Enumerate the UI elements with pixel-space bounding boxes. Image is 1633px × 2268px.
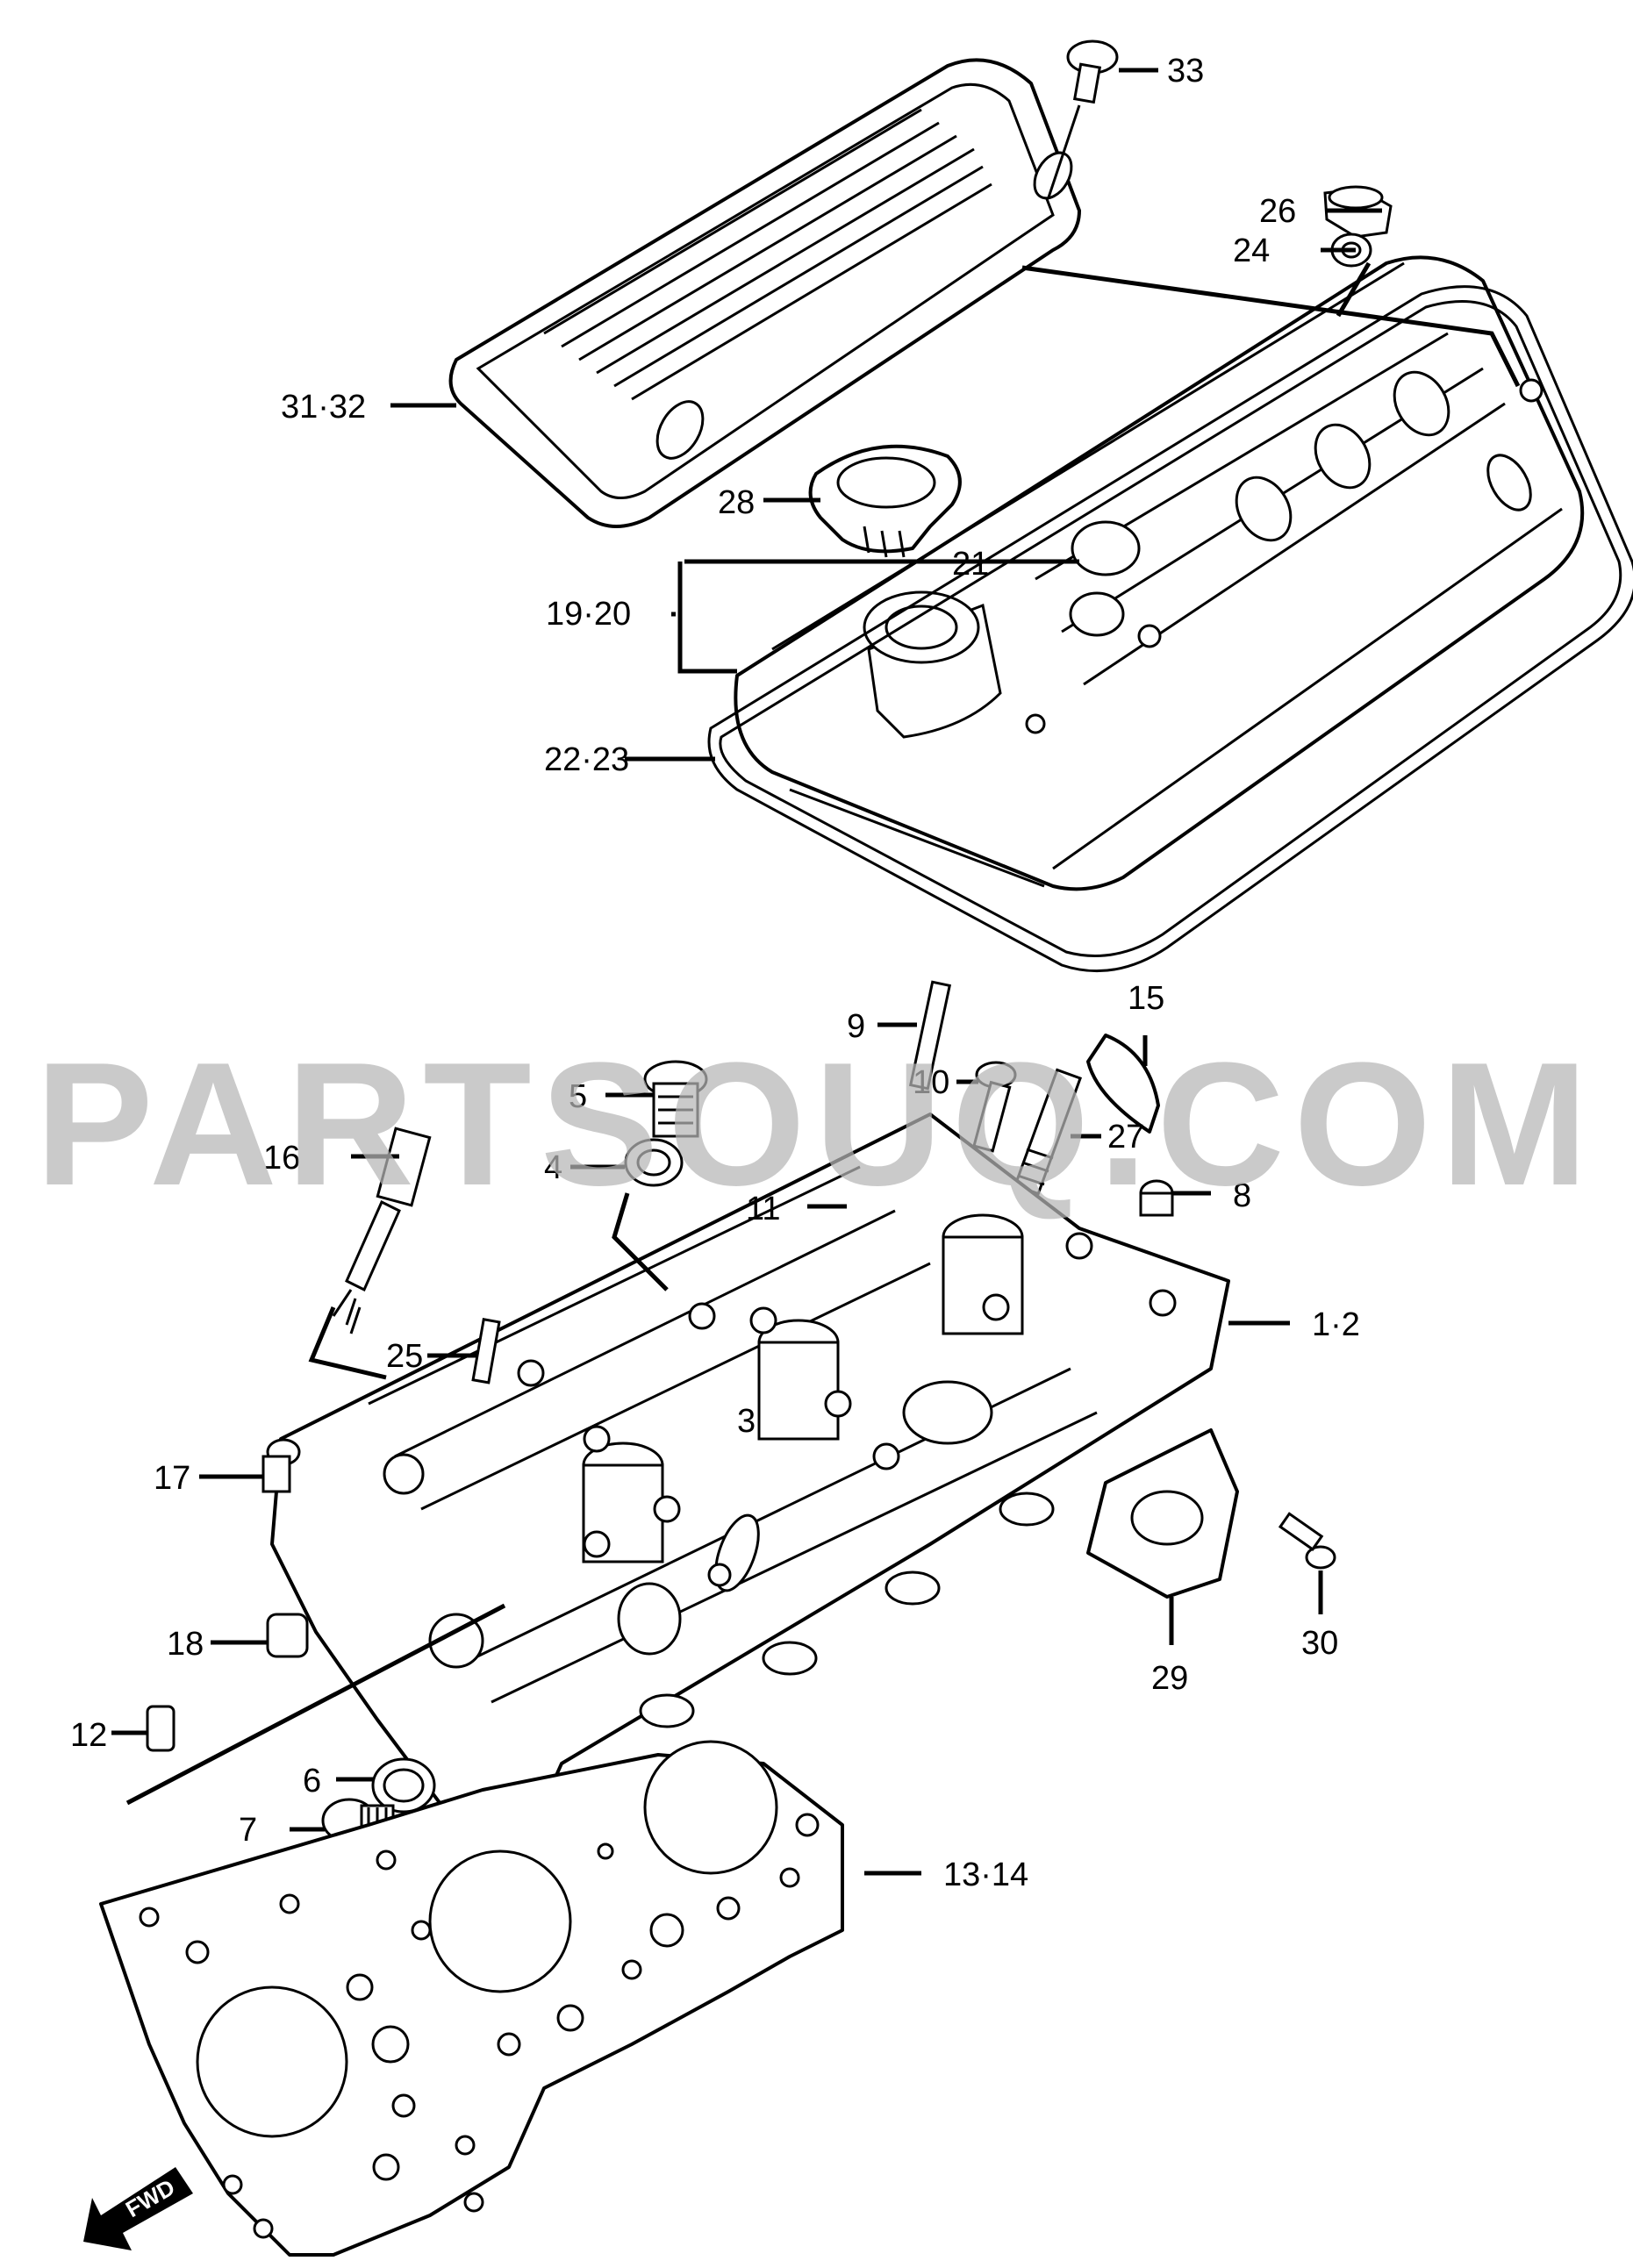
callout-31-32: 31·32: [281, 389, 366, 426]
callout-11: 11: [746, 1191, 780, 1227]
cover-bolt: [1047, 39, 1119, 198]
callout-19-20: 19·20: [546, 596, 631, 633]
callout-8: 8: [1233, 1177, 1251, 1214]
callout-28: 28: [718, 484, 755, 521]
cylinder-head-cover-main: [734, 255, 1585, 891]
head-cover-gasket: [707, 285, 1633, 973]
bolt: [972, 1061, 1017, 1153]
cylinder-head-cover-upper: [448, 58, 1081, 528]
dowel: [146, 1705, 175, 1752]
forward-direction-arrow: FWD: [83, 2167, 193, 2250]
callout-4: 4: [544, 1149, 562, 1186]
half-moon-cap: [1086, 1034, 1160, 1134]
callout-9: 9: [847, 1008, 865, 1045]
callout-17: 17: [154, 1460, 190, 1497]
callout-30: 30: [1301, 1625, 1338, 1662]
watermark: PARTSOUQ.COM: [35, 1027, 1597, 1222]
callout-25: 25: [386, 1338, 423, 1375]
gasket-ring: [624, 1138, 684, 1187]
callout-26: 26: [1259, 193, 1296, 230]
plug-gasket: [371, 1757, 436, 1814]
small-plug: [1139, 1179, 1174, 1217]
callout-18: 18: [167, 1626, 204, 1663]
callout-labels: 33 26 24 31·32 28 21 19·20 22·23 15 9 10…: [70, 53, 1360, 1893]
callout-16: 16: [263, 1140, 300, 1177]
callout-12: 12: [70, 1717, 107, 1754]
plate-bolt: [1278, 1512, 1336, 1570]
expansion-plug: [266, 1613, 309, 1658]
stud-bolt: [332, 1127, 432, 1334]
callout-29: 29: [1151, 1660, 1188, 1697]
end-cover-plate: [1086, 1428, 1239, 1599]
plug: [643, 1060, 708, 1138]
short-stud: [471, 1318, 501, 1384]
cylinder-head: [270, 1113, 1230, 1844]
callout-24: 24: [1233, 233, 1270, 269]
callout-21: 21: [952, 546, 989, 583]
oil-filler-cap: [808, 444, 962, 558]
callout-6: 6: [303, 1763, 321, 1799]
union-bolt: [261, 1438, 301, 1493]
callout-5: 5: [569, 1078, 587, 1115]
callout-33: 33: [1167, 53, 1204, 89]
callout-1-2: 1·2: [1312, 1306, 1360, 1343]
callout-15: 15: [1128, 980, 1164, 1017]
leader-lines: [111, 68, 1521, 1876]
callout-3: 3: [737, 1403, 756, 1440]
callout-22-23: 22·23: [544, 741, 629, 778]
cylinder-head-gasket: [99, 1740, 844, 2257]
stud: [908, 980, 952, 1091]
callout-7: 7: [239, 1812, 257, 1849]
callout-27: 27: [1107, 1119, 1144, 1155]
callout-10: 10: [913, 1064, 949, 1101]
callout-13-14: 13·14: [943, 1857, 1028, 1893]
